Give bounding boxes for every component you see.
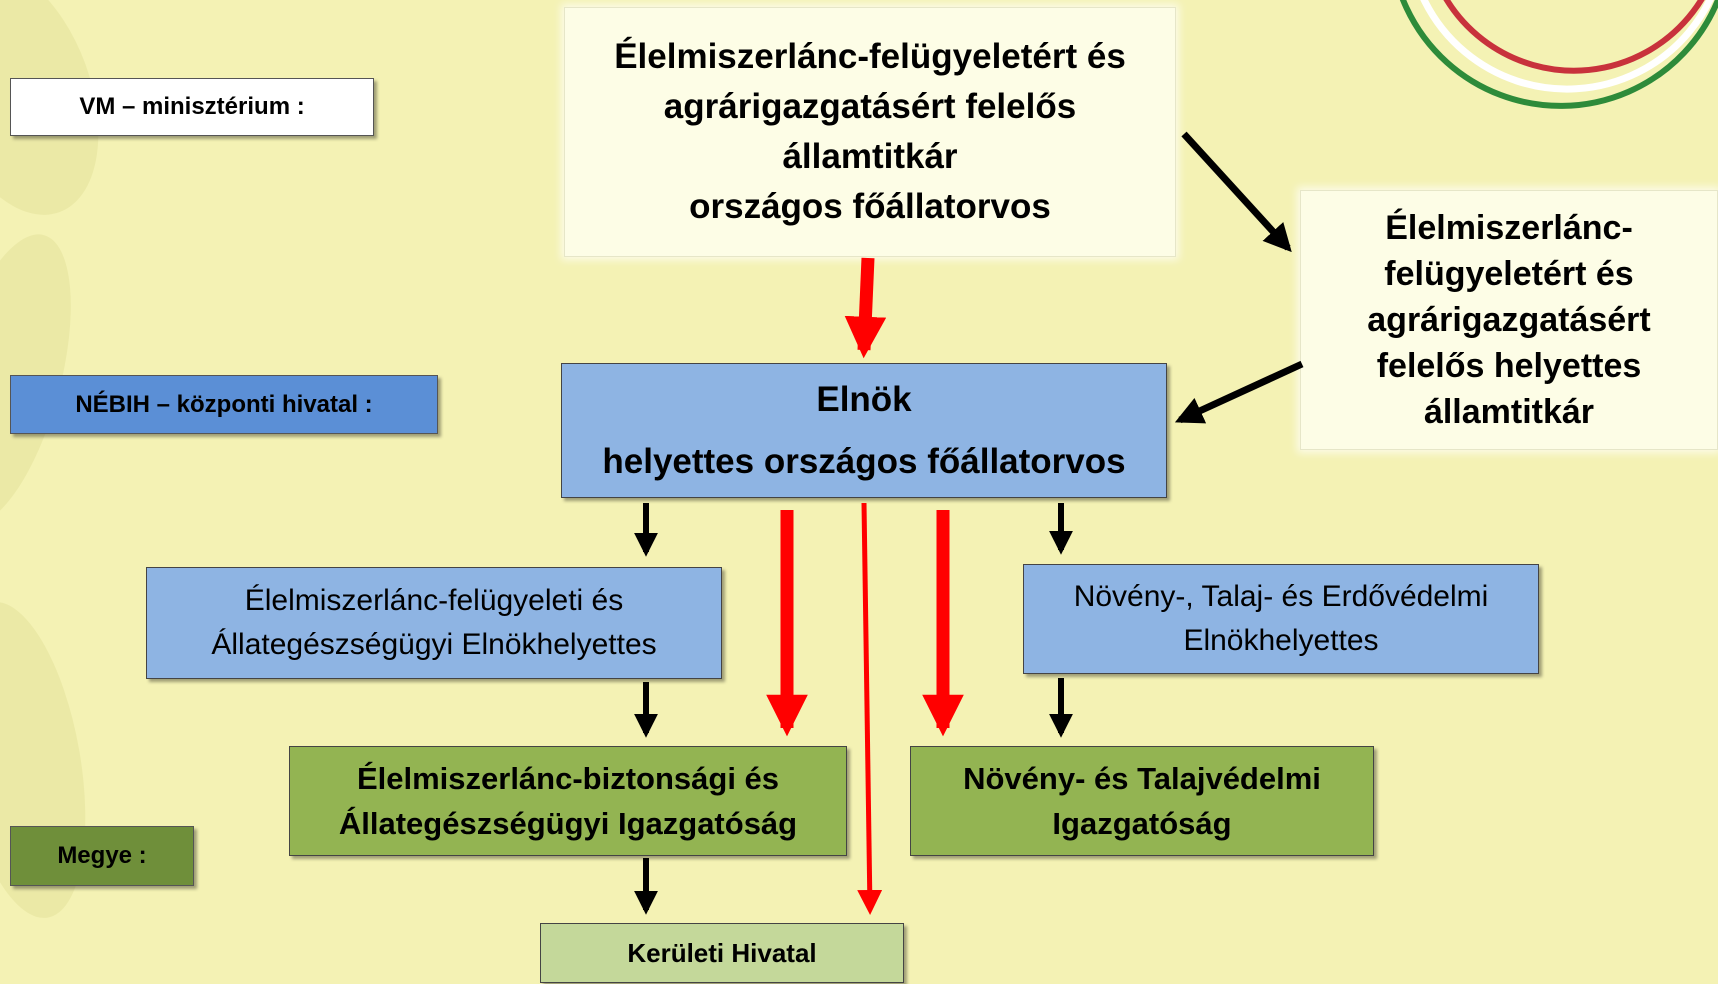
vice-president-food-box: Élelmiszerlánc-felügyeleti és Állategész… — [146, 567, 722, 679]
arrow-secretary-to-president — [844, 257, 887, 359]
vice-president-plant-box: Növény-, Talaj- és Erdővédelmi Elnökhely… — [1023, 564, 1539, 674]
state-secretary-box: Élelmiszerlánc-felügyeletért és agráriga… — [564, 7, 1176, 257]
arrow-secretary-to-deputy — [1181, 131, 1292, 253]
level-label-central-office: NÉBIH – központi hivatal : — [10, 375, 438, 434]
president-box: Elnök helyettes országos főállatorvos — [561, 363, 1167, 498]
logo-arc — [1399, 0, 1718, 109]
arrow-president-to-district-office — [857, 502, 883, 915]
arrow-deputy-to-president — [1174, 360, 1304, 424]
level-label-ministry: VM – minisztérium : — [10, 78, 374, 136]
deputy-state-secretary-box: Élelmiszerlánc- felügyeletért és agrárig… — [1300, 190, 1718, 450]
directorate-food-box: Élelmiszerlánc-biztonsági és Állategészs… — [289, 746, 847, 856]
level-label-county: Megye : — [10, 826, 194, 886]
district-office-box: Kerületi Hivatal — [540, 923, 904, 983]
directorate-plant-box: Növény- és Talajvédelmi Igazgatóság — [910, 746, 1374, 856]
